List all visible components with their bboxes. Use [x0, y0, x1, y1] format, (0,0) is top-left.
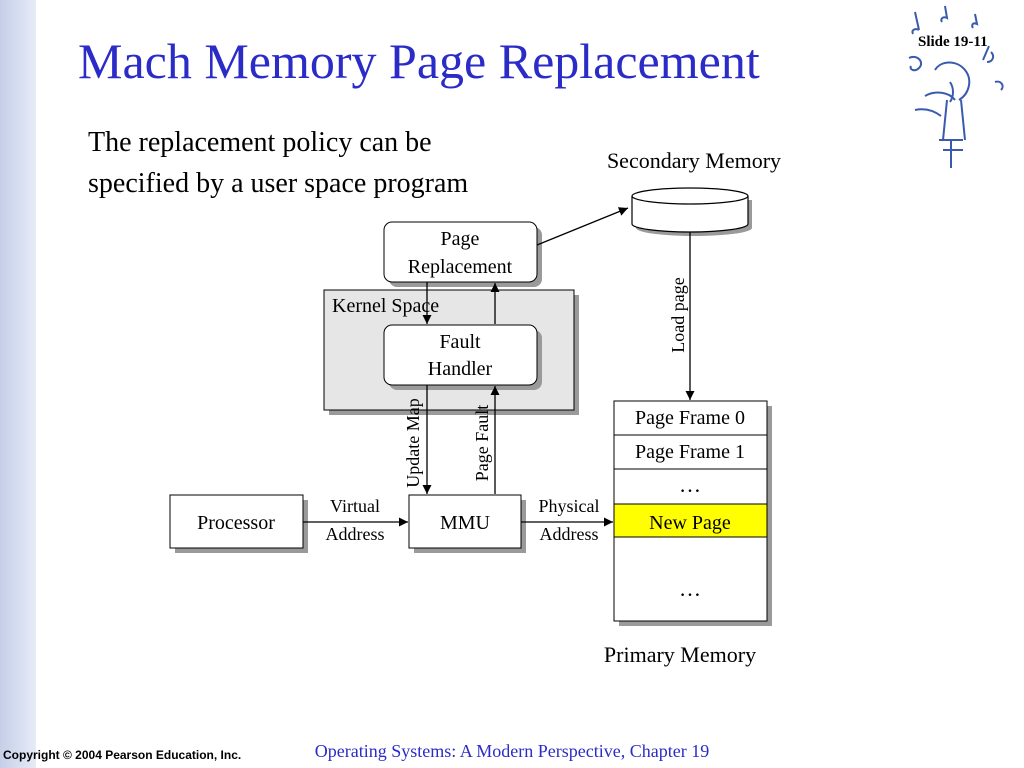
- virtual-address-line1: Virtual: [330, 496, 380, 516]
- slide-title: Mach Memory Page Replacement: [78, 33, 760, 89]
- slide-sidebar: [0, 0, 36, 768]
- primary-memory-label: Primary Memory: [604, 642, 756, 667]
- footer-copyright: Copyright © 2004 Pearson Education, Inc.: [3, 748, 242, 762]
- secondary-memory-disk: [631, 187, 752, 236]
- processor-label: Processor: [197, 512, 275, 534]
- fault-handler-line2: Handler: [428, 358, 493, 380]
- load-page-label: Load page: [668, 277, 688, 352]
- page-frame-1-label: Page Frame 1: [635, 441, 745, 463]
- page-fault-label: Page Fault: [472, 405, 492, 482]
- page-replacement-box: Page Replacement: [383, 221, 542, 287]
- arrow-replacement-to-disk: [536, 207, 629, 246]
- slide-number: Slide 19-11: [918, 34, 988, 50]
- primary-memory-stack: Page Frame 0 Page Frame 1 … New Page …: [613, 400, 772, 626]
- processor-box: Processor: [169, 494, 308, 553]
- physical-address-line2: Address: [540, 524, 599, 544]
- kernel-space-label: Kernel Space: [332, 295, 439, 317]
- footer-course: Operating Systems: A Modern Perspective,…: [314, 741, 710, 761]
- page-frame-0-label: Page Frame 0: [635, 407, 745, 429]
- lede-text: The replacement policy can be specified …: [88, 127, 469, 199]
- ellipsis-top: …: [679, 472, 701, 497]
- update-map-label: Update Map: [403, 398, 423, 487]
- mmu-box: MMU: [408, 494, 526, 553]
- new-page-label: New Page: [649, 512, 731, 534]
- page-replacement-line1: Page: [441, 228, 480, 250]
- virtual-address-line2: Address: [326, 524, 385, 544]
- fault-handler-box: Fault Handler: [383, 324, 542, 390]
- musician-clipart-icon: [908, 5, 1004, 168]
- fault-handler-line1: Fault: [439, 331, 481, 353]
- page-replacement-line2: Replacement: [408, 256, 513, 278]
- physical-address-line1: Physical: [539, 496, 600, 516]
- ellipsis-bottom: …: [679, 576, 701, 601]
- mmu-label: MMU: [440, 512, 491, 534]
- secondary-memory-label: Secondary Memory: [607, 148, 781, 173]
